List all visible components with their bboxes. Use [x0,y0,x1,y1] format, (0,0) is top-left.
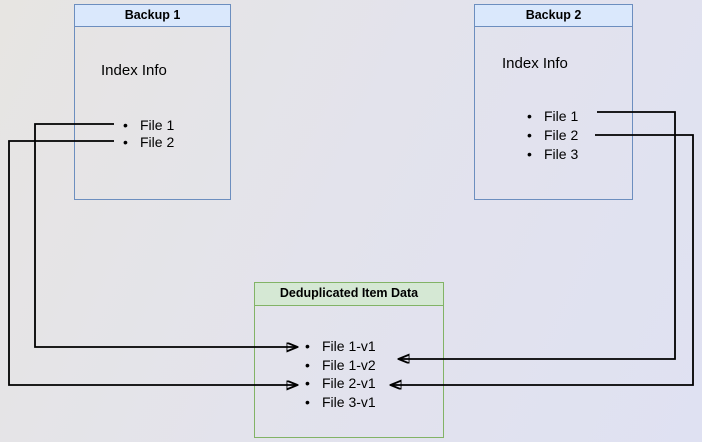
backup2-file-3: File 3 [527,145,578,164]
backup1-file-2: File 2 [123,134,174,151]
backup2-index-info-label: Index Info [502,55,568,72]
backup1-box: Backup 1 Index Info File 1 File 2 [74,4,231,200]
backup2-title: Backup 2 [475,5,632,27]
backup2-file-1: File 1 [527,107,578,126]
backup2-file-list: File 1 File 2 File 3 [527,107,578,164]
dedup-item-file1-v1: File 1-v1 [305,337,376,356]
backup1-file-list: File 1 File 2 [123,117,174,151]
dedup-box: Deduplicated Item Data File 1-v1 File 1-… [254,282,444,438]
dedup-title: Deduplicated Item Data [255,283,443,306]
dedup-item-file3-v1: File 3-v1 [305,393,376,412]
dedup-item-list: File 1-v1 File 1-v2 File 2-v1 File 3-v1 [305,337,376,411]
dedup-item-file1-v2: File 1-v2 [305,356,376,375]
backup1-title: Backup 1 [75,5,230,27]
backup1-index-info-label: Index Info [101,62,167,79]
dedup-item-file2-v1: File 2-v1 [305,374,376,393]
backup2-file-2: File 2 [527,126,578,145]
backup1-file-1: File 1 [123,117,174,134]
backup2-box: Backup 2 Index Info File 1 File 2 File 3 [474,4,633,200]
